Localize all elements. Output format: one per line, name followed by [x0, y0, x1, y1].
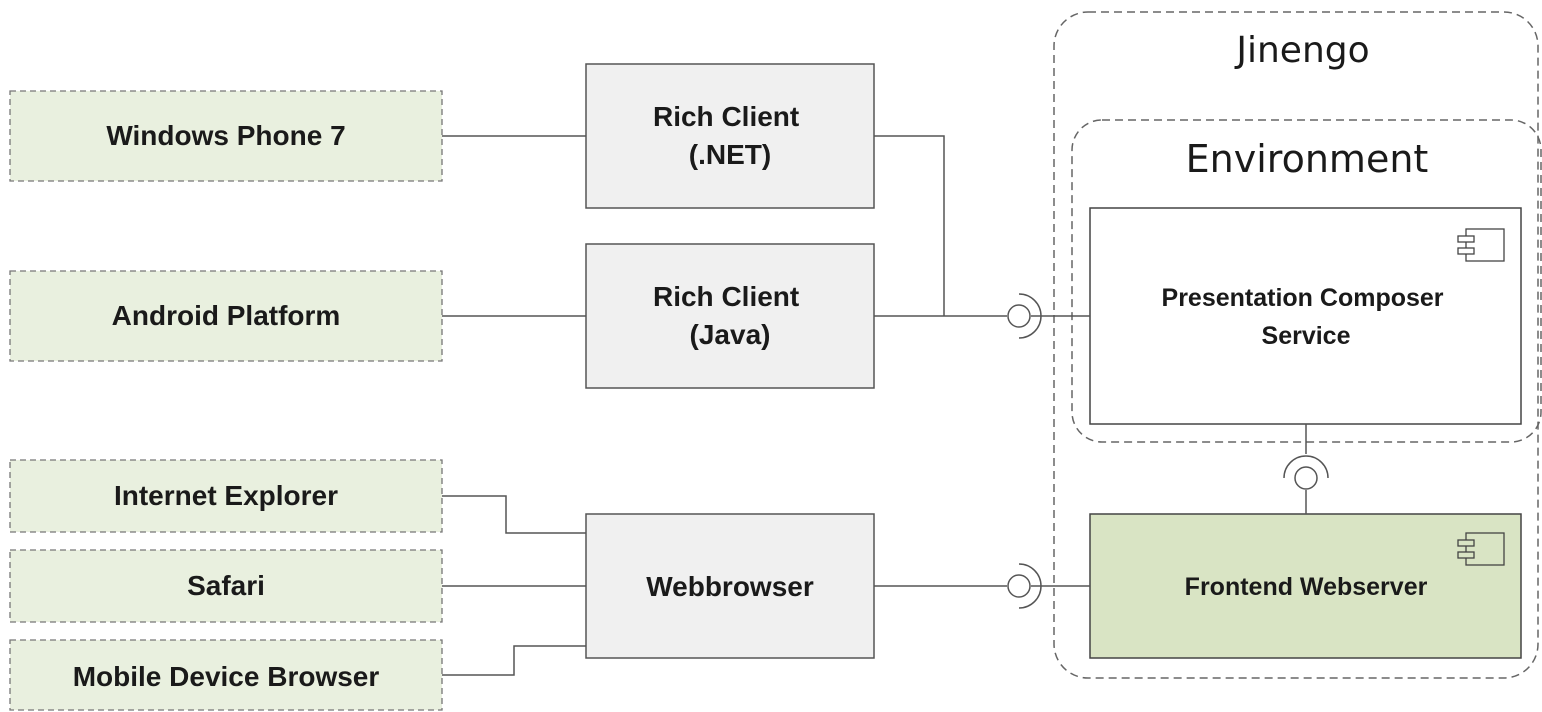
jinengo-container: [1053, 11, 1539, 679]
lollipop-socket-icon: [1007, 293, 1042, 339]
windows-phone-label: Windows Phone 7: [106, 120, 345, 151]
frontend-webserver-label: Frontend Webserver: [1185, 573, 1428, 601]
android-platform-box: [9, 270, 443, 362]
presentation-composer-label: Presentation Composer Service: [1162, 284, 1451, 350]
component-icon: [1457, 228, 1505, 262]
internet-explorer-label: Internet Explorer: [114, 480, 338, 511]
android-platform-label: Android Platform: [112, 300, 341, 331]
connector-lines: [442, 135, 1307, 676]
windows-phone-box: [9, 90, 443, 182]
webbrowser-label: Webbrowser: [646, 571, 814, 602]
safari-box: [9, 549, 443, 623]
rich-client-java-label: Rich Client (Java): [653, 281, 807, 350]
webbrowser-box: [585, 513, 875, 659]
environment-title: Environment: [1186, 137, 1429, 181]
jinengo-title: Jinengo: [1234, 30, 1369, 71]
rich-client-java-box: [585, 243, 875, 389]
safari-label: Safari: [187, 570, 265, 601]
frontend-webserver-box: [1089, 513, 1522, 659]
mobile-browser-box: [9, 639, 443, 711]
rich-client-net-label: Rich Client (.NET): [653, 101, 807, 170]
component-icon: [1457, 532, 1505, 566]
lollipop-socket-icon: [1007, 563, 1042, 609]
mobile-browser-label: Mobile Device Browser: [73, 661, 380, 692]
internet-explorer-box: [9, 459, 443, 533]
presentation-composer-box: [1089, 207, 1522, 425]
lollipop-socket-icon: [1283, 455, 1329, 490]
rich-client-net-box: [585, 63, 875, 209]
